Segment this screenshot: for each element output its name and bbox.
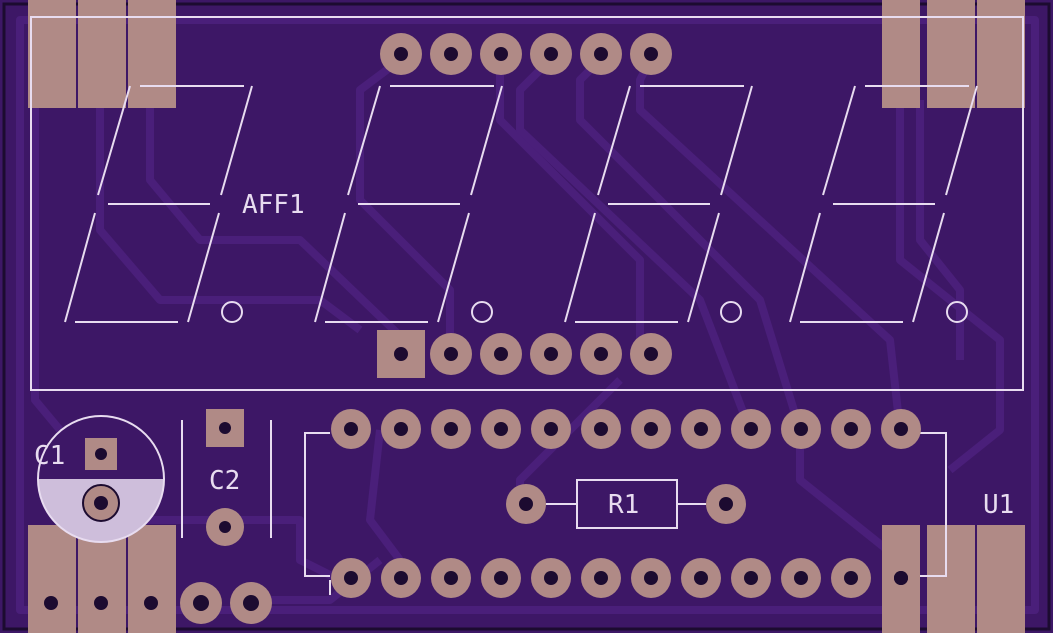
label-c2: C2 <box>209 466 240 496</box>
digit-2 <box>314 85 503 323</box>
display-pins-top <box>380 33 672 75</box>
digit-3 <box>564 85 753 323</box>
ic-pins-top <box>331 409 921 449</box>
label-u1: U1 <box>983 490 1014 520</box>
capacitor-c2 <box>181 409 272 546</box>
label-aff1: AFF1 <box>242 190 305 220</box>
seven-segment-digits <box>64 85 978 323</box>
capacitor-c1 <box>37 415 165 543</box>
display-outline <box>30 16 1024 391</box>
resistor-r1 <box>506 479 746 529</box>
display-pins-bottom <box>377 330 672 378</box>
label-r1: R1 <box>608 490 639 520</box>
digit-4 <box>789 85 978 323</box>
ic-outline <box>304 432 947 577</box>
digit-1 <box>64 85 253 323</box>
ic-pins-bottom <box>331 558 908 598</box>
mounting-holes <box>44 571 908 624</box>
label-c1: C1 <box>34 441 65 471</box>
